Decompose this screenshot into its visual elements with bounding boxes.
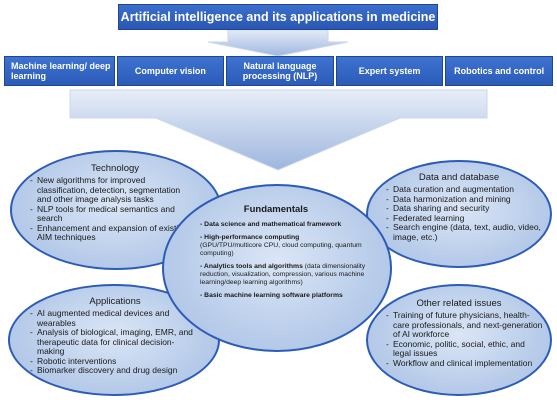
fundamentals-item-head: Analytics tools and algorithms: [203, 263, 303, 270]
list-item: Economic, politic, social, ethic, and le…: [386, 339, 544, 359]
fundamentals-item: - High-performance computing (GPU/TPU/mu…: [200, 234, 362, 257]
list-item: Data curation and augmentation: [386, 184, 546, 195]
fundamentals-item: - Data science and mathematical framewor…: [200, 221, 342, 228]
fundamentals-item-head: High-performance computing: [204, 234, 300, 241]
category-row: Machine learning/ deep learning Computer…: [4, 56, 553, 86]
big-down-arrow: [69, 89, 488, 171]
list-item: Data harmonization and mining: [386, 194, 546, 205]
fundamentals-item-head: Basic machine learning software platform…: [204, 292, 343, 299]
list-item: New algorithms for improved classificati…: [30, 175, 195, 205]
data-database-list: Data curation and augmentation Data harm…: [386, 184, 546, 242]
fundamentals-item-head: Data science and mathematical framework: [204, 221, 342, 228]
technology-heading: Technology: [90, 163, 140, 174]
fundamentals-item: - Analytics tools and algorithms (data d…: [200, 263, 366, 286]
list-item: Federated learning: [386, 213, 546, 224]
list-item: Biomarker discovery and drug design: [30, 365, 195, 376]
list-item: Workflow and clinical implementation: [386, 358, 544, 369]
applications-list: AI augmented medical devices and wearabl…: [30, 308, 195, 376]
fundamentals-item-detail: (GPU/TPU/multicore CPU, cloud computing,…: [200, 242, 362, 257]
list-item: Search engine (data, text, audio, video,…: [386, 222, 546, 242]
data-database-heading: Data and database: [418, 172, 500, 183]
category-nlp: Natural language processing (NLP): [226, 56, 334, 86]
list-item: Training of future physicians, health-ca…: [386, 310, 544, 340]
category-robotics: Robotics and control: [445, 56, 553, 86]
fundamentals-item-detail: (data dimensionality reduction, visualiz…: [200, 263, 366, 286]
fundamentals-list: - Data science and mathematical framewor…: [200, 221, 370, 305]
category-computer-vision: Computer vision: [116, 56, 225, 86]
list-item: Robotic interventions: [30, 356, 195, 367]
list-item: Analysis of biological, imaging, EMR, an…: [30, 327, 195, 357]
fundamentals-ellipse: [162, 184, 392, 352]
fundamentals-item: - Basic machine learning software platfo…: [200, 292, 343, 299]
list-item: NLP tools for medical semantics and sear…: [30, 204, 195, 224]
top-arrow: [207, 29, 349, 57]
other-issues-list: Training of future physicians, health-ca…: [386, 310, 544, 369]
applications-heading: Applications: [89, 296, 141, 307]
list-item: Enhancement and expansion of existing AI…: [30, 223, 195, 243]
category-expert-system: Expert system: [335, 56, 444, 86]
technology-list: New algorithms for improved classificati…: [30, 175, 195, 243]
list-item: AI augmented medical devices and wearabl…: [30, 308, 195, 328]
fundamentals-heading: Fundamentals: [243, 204, 309, 215]
diagram-title: Artificial intelligence and its applicat…: [118, 4, 438, 30]
category-ml-dl: Machine learning/ deep learning: [4, 56, 115, 86]
list-item: Data sharing and security: [386, 203, 546, 214]
other-issues-heading: Other related issues: [416, 298, 502, 309]
